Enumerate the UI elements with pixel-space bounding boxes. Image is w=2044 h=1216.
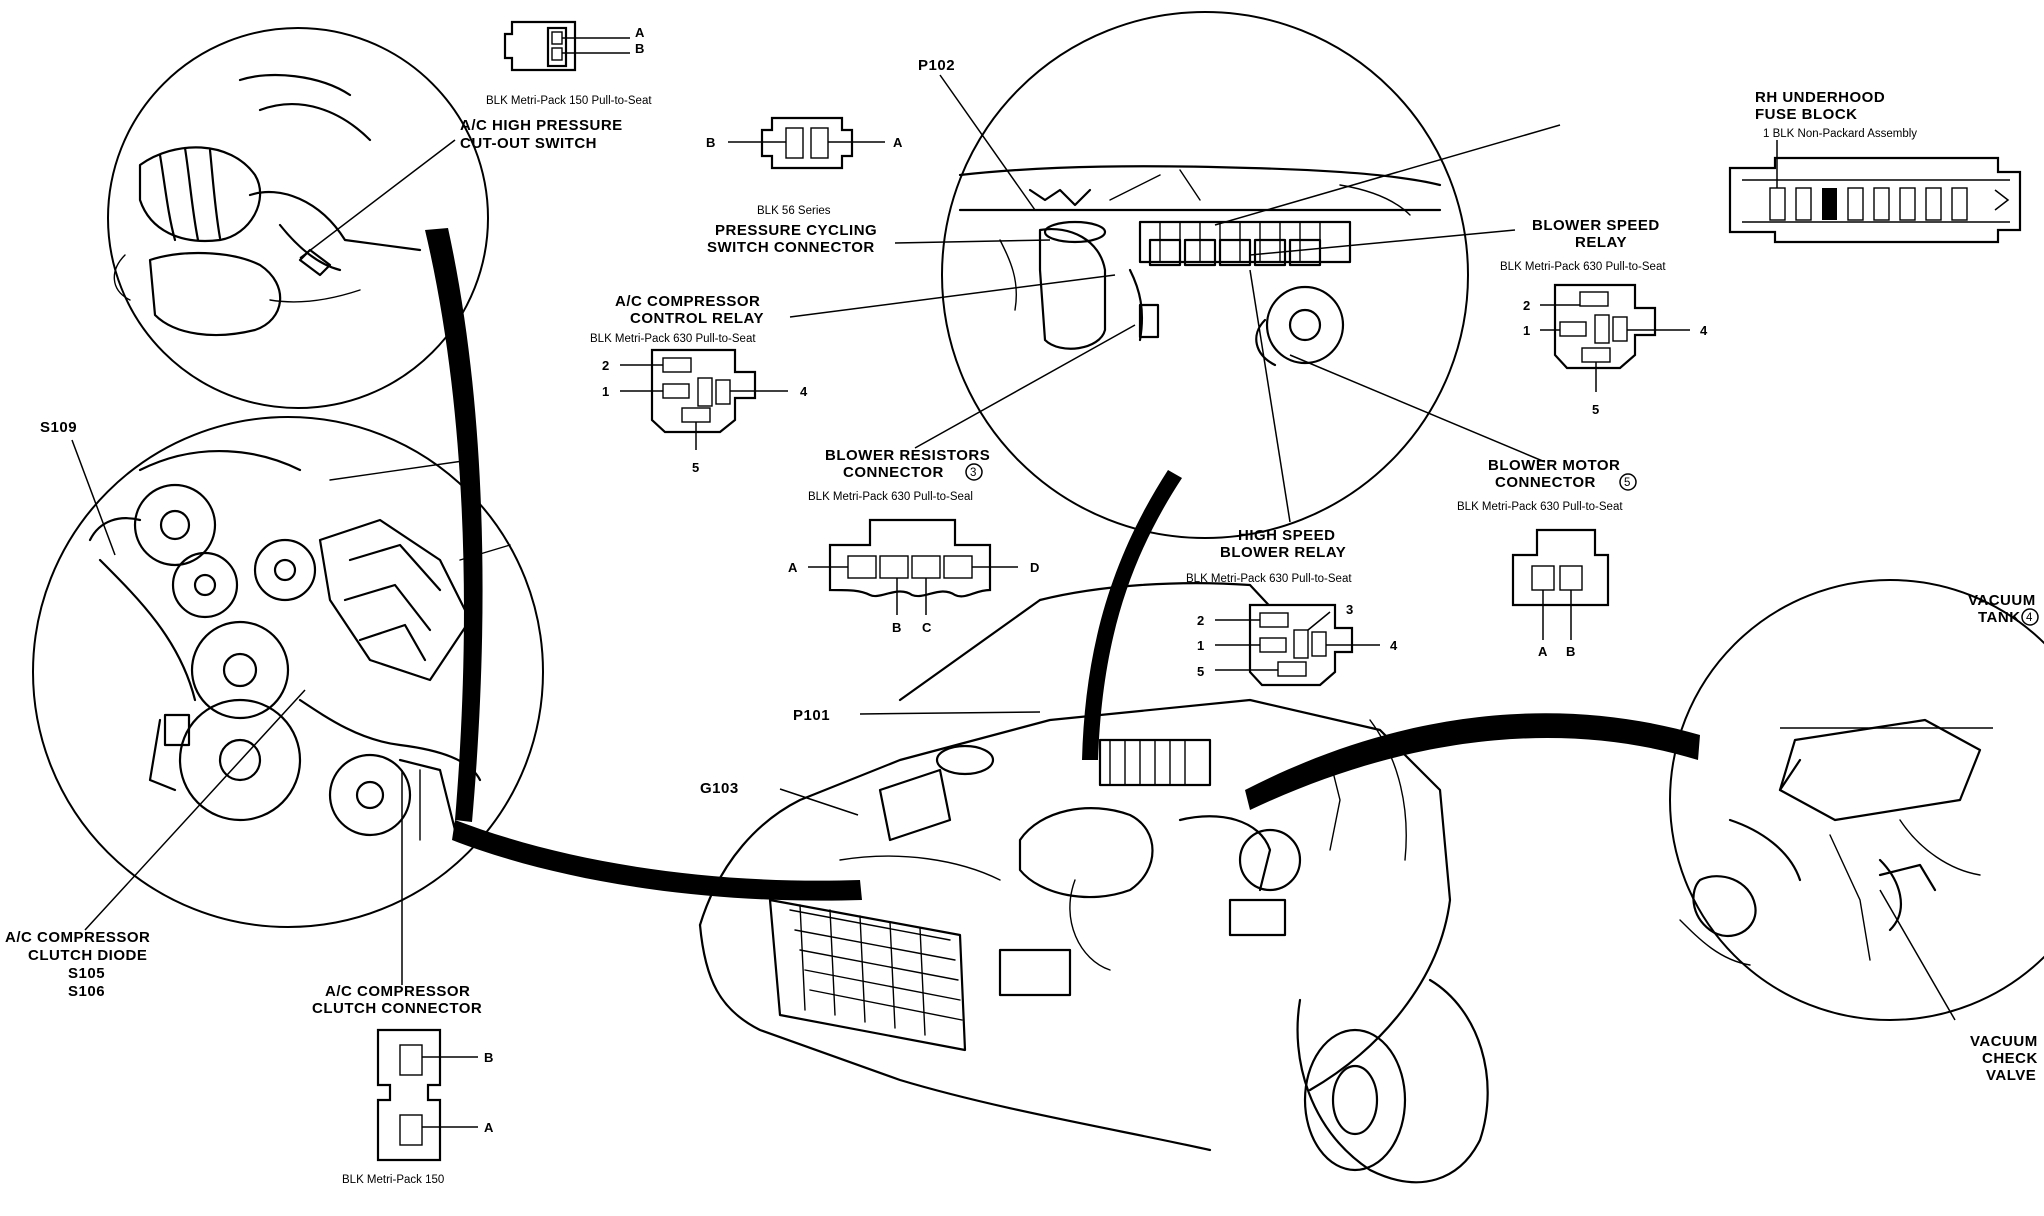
detail-circle-vacuum	[1669, 579, 2044, 1021]
note-blower-motor: 5	[1624, 477, 1630, 489]
label-ac-high-pressure-switch-1: A/C HIGH PRESSURE	[460, 117, 623, 134]
pin-d-label: D	[1030, 560, 1039, 575]
connector-ac-control-relay: 2 1 4 5	[602, 348, 808, 475]
pin-2-label: 2	[1523, 298, 1530, 313]
pin-a-label: A	[484, 1120, 494, 1135]
detail-circle-pressure-switch	[107, 27, 489, 409]
label-pressure-cycling-1: PRESSURE CYCLING	[715, 222, 877, 239]
label-check-valve-2: CHECK	[1982, 1050, 2038, 1067]
label-g103: G103	[700, 780, 739, 797]
label-s109: S109	[40, 419, 77, 436]
connector-high-pressure-switch: A B BLK Metri-Pack 150 Pull-to-Seat	[486, 20, 652, 107]
vacuum-sketch	[1679, 718, 1982, 966]
band-center	[1082, 470, 1182, 760]
label-blower-speed-relay-1: BLOWER SPEED	[1532, 217, 1660, 234]
label-clutch-diode-1: A/C COMPRESSOR	[5, 929, 150, 946]
connector-spec-630-control: BLK Metri-Pack 630 Pull-to-Seat	[590, 333, 756, 345]
label-check-valve-1: VACUUM	[1970, 1033, 2038, 1050]
pin-1-label: 1	[1523, 323, 1530, 338]
detail-circle-compressor	[32, 416, 544, 928]
pin-b-label: B	[706, 135, 715, 150]
underhood-sketch	[958, 165, 1442, 367]
label-ac-control-relay-1: A/C COMPRESSOR	[615, 293, 760, 310]
label-p102: P102	[918, 57, 955, 74]
pin-2-label: 2	[1197, 613, 1204, 628]
label-check-valve-3: VALVE	[1986, 1067, 2036, 1084]
connector-spec-630-speed: BLK Metri-Pack 630 Pull-to-Seat	[1500, 261, 1666, 273]
connector-pressure-cycling: B A BLK 56 Series	[706, 116, 903, 217]
label-vacuum-tank-2: TANK	[1978, 609, 2021, 626]
connector-spec-fuse-block: 1 BLK Non-Packard Assembly	[1763, 128, 1917, 140]
pin-1-label: 1	[602, 384, 609, 399]
label-fuse-block-2: FUSE BLOCK	[1755, 106, 1858, 123]
pin-2-label: 2	[602, 358, 609, 373]
connector-high-speed-relay: 2 1 5 3 4	[1197, 602, 1398, 687]
label-ac-high-pressure-switch-2: CUT-OUT SWITCH	[460, 135, 597, 152]
label-high-speed-relay-2: BLOWER RELAY	[1220, 544, 1346, 561]
connector-spec-56-series: BLK 56 Series	[757, 205, 831, 217]
pin-a-label: A	[1538, 644, 1548, 659]
connector-spec-630-seal: BLK Metri-Pack 630 Pull-to-Seal	[808, 491, 973, 503]
pin-b-label: B	[484, 1050, 493, 1065]
band-top-left	[425, 228, 483, 822]
pin-c-label: C	[922, 620, 932, 635]
label-ac-control-relay-2: CONTROL RELAY	[630, 310, 764, 327]
pin-1-label: 1	[1197, 638, 1204, 653]
car-sketch	[698, 582, 1489, 1184]
label-high-speed-relay-1: HIGH SPEED	[1238, 527, 1336, 544]
pin-a-label: A	[635, 25, 645, 40]
pin-5-label: 5	[1592, 402, 1599, 417]
pin-4-label: 4	[1390, 638, 1398, 653]
leader-bands	[425, 228, 1700, 901]
pin-a-label: A	[893, 135, 903, 150]
pin-5-label: 5	[692, 460, 699, 475]
label-clutch-connector-2: CLUTCH CONNECTOR	[312, 1000, 482, 1017]
label-pressure-cycling-2: SWITCH CONNECTOR	[707, 239, 875, 256]
detail-circle-underhood	[941, 11, 1469, 539]
pin-3-label: 3	[1346, 602, 1353, 617]
connector-blower-motor: A B	[1511, 528, 1610, 659]
label-clutch-diode-2: CLUTCH DIODE	[28, 947, 147, 964]
pin-4-label: 4	[800, 384, 808, 399]
fuse-block-connector	[1728, 140, 2022, 244]
leader-lines	[71, 74, 1993, 1021]
note-blower-resistors: 3	[970, 467, 976, 479]
connector-spec-630-hs: BLK Metri-Pack 630 Pull-to-Seat	[1186, 573, 1352, 585]
band-right	[1245, 713, 1700, 810]
pin-b-label: B	[1566, 644, 1575, 659]
label-p101: P101	[793, 707, 830, 724]
label-fuse-block-1: RH UNDERHOOD	[1755, 89, 1885, 106]
label-blower-resistors-2: CONNECTOR	[843, 464, 944, 481]
label-vacuum-tank-1: VACUUM	[1968, 592, 2036, 609]
compressor-sketch	[88, 450, 511, 841]
label-clutch-diode-3: S105	[68, 965, 105, 982]
connector-spec-150: BLK Metri-Pack 150	[342, 1174, 444, 1186]
connector-spec-150-pull: BLK Metri-Pack 150 Pull-to-Seat	[486, 95, 652, 107]
pin-4-label: 4	[1700, 323, 1708, 338]
band-left-circle	[452, 820, 862, 901]
pin-5-label: 5	[1197, 664, 1204, 679]
label-blower-resistors-1: BLOWER RESISTORS	[825, 447, 990, 464]
pressure-switch-sketch	[113, 73, 422, 337]
label-clutch-diode-4: S106	[68, 983, 105, 1000]
note-vacuum-tank: 4	[2026, 612, 2033, 624]
connector-clutch: B A BLK Metri-Pack 150	[342, 1028, 494, 1186]
label-blower-motor-1: BLOWER MOTOR	[1488, 457, 1620, 474]
pin-b-label: B	[635, 41, 644, 56]
label-clutch-connector-1: A/C COMPRESSOR	[325, 983, 470, 1000]
connector-blower-resistors: A D B C	[788, 518, 1039, 635]
label-blower-motor-2: CONNECTOR	[1495, 474, 1596, 491]
label-blower-speed-relay-2: RELAY	[1575, 234, 1627, 251]
pin-a-label: A	[788, 560, 798, 575]
connector-spec-630-motor: BLK Metri-Pack 630 Pull-to-Seat	[1457, 501, 1623, 513]
pin-b-label: B	[892, 620, 901, 635]
connector-blower-speed-relay: 2 1 4 5	[1523, 283, 1708, 417]
